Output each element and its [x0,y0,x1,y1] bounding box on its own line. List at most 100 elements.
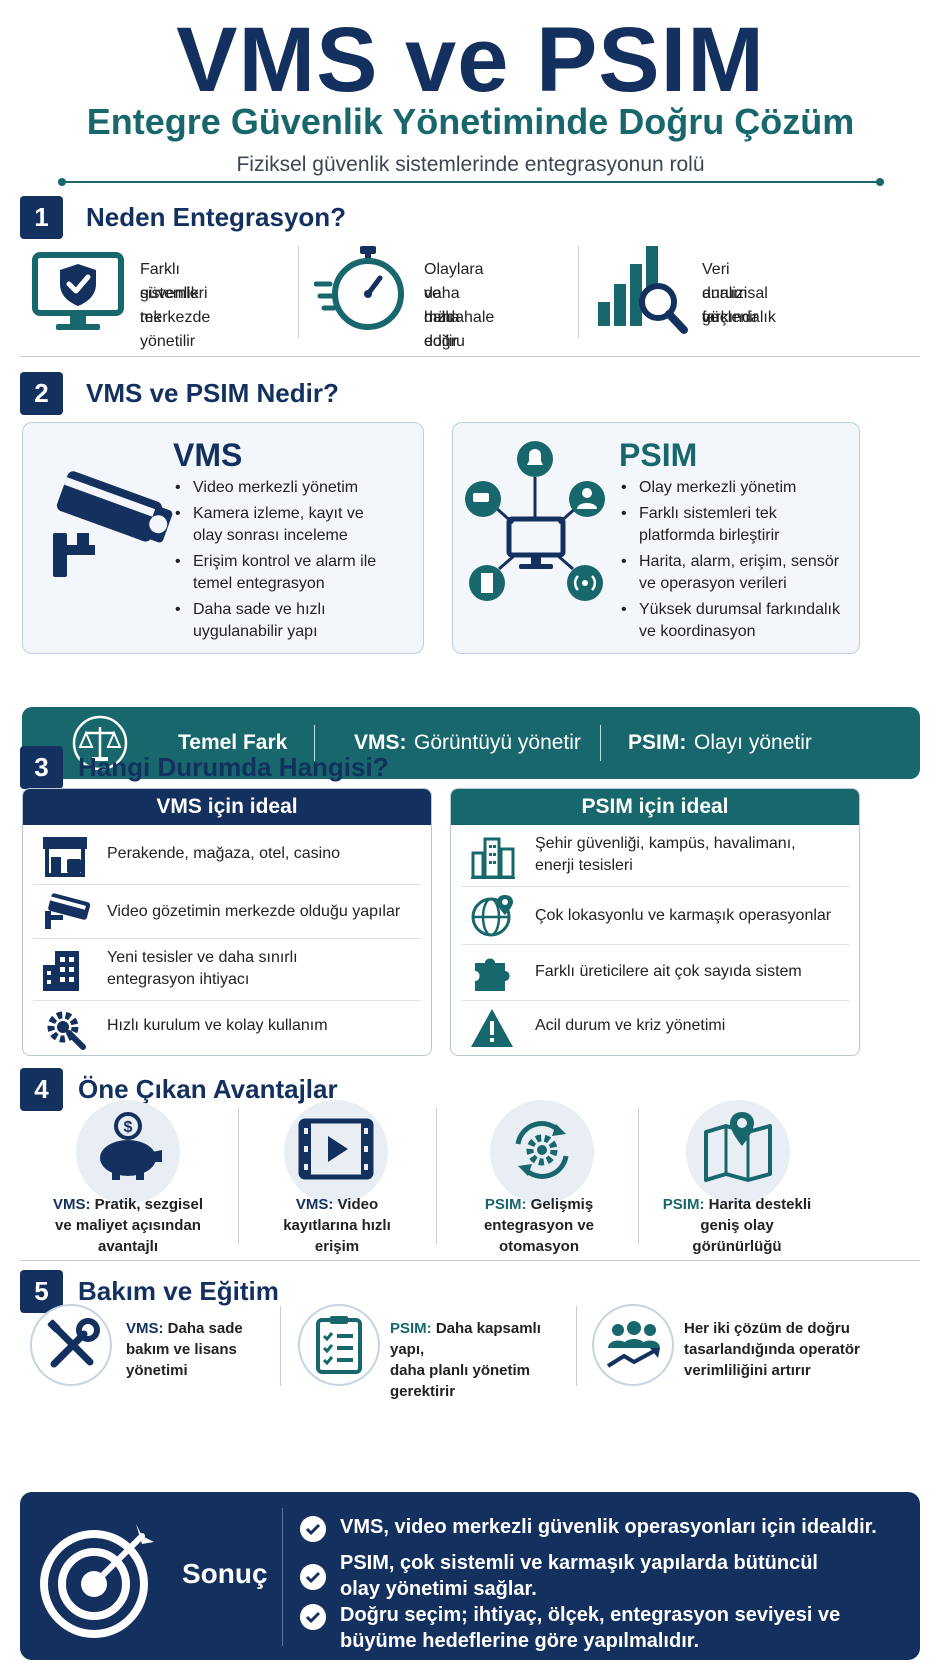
reason-2-line-2: ve daha doğru [424,285,465,350]
section-3-title: Hangi Durumda Hangisi? [78,752,389,782]
psim-card-title: PSIM [619,437,698,473]
chart-magnifier-icon [598,246,688,334]
section-2-number: 2 [20,372,63,415]
banner-psim-text: Olayı yönetir [694,731,812,754]
banner-vms-label: VMS: [354,731,407,754]
divider [578,246,579,338]
svg-text:$: $ [124,1119,133,1136]
reason-3-line-1: Veri analizi ve [702,261,748,326]
vms-card-title: VMS [173,437,243,473]
psim-ideal-row: Çok lokasyonlu ve karmaşık operasyonlar [451,887,859,945]
psim-ideal-table: PSIM için ideal Şehir güvenliği, kampüs,… [450,788,860,1056]
banner-separator [314,725,315,761]
psim-ideal-row-text: Acil durum ve kriz yönetimi [535,1017,726,1034]
check-icon [300,1516,326,1542]
reason-2-line-3: müdahale edilir [424,309,495,350]
divider [238,1108,239,1244]
vms-ideal-row-text: Yeni tesisler ve daha sınırlı [107,949,298,966]
puzzle-icon [475,958,510,991]
reason-2-line-1: Olaylara daha hızlı [424,261,484,326]
vms-ideal-row: Perakende, mağaza, otel, casino [23,825,431,885]
divider [638,1108,639,1244]
psim-ideal-row: Farklı üreticilere ait çok sayıda sistem [451,945,859,1001]
section-4-number: 4 [20,1068,63,1111]
banner-separator [600,725,601,761]
section-2-title: VMS ve PSIM Nedir? [86,378,339,408]
reason-3-line-3: güçlenir [702,309,759,326]
psim-ideal-row: Şehir güvenliği, kampüs, havalimanı, ene… [451,825,859,887]
section-5-title: Bakım ve Eğitim [78,1276,279,1306]
maintenance-label: PSIM: [390,1320,432,1337]
checklist-icon [316,1316,362,1374]
security-camera-icon [53,471,173,577]
maintenance-label: VMS: [126,1320,164,1337]
psim-ideal-row-text: Farklı üreticilere ait çok sayıda sistem [535,963,802,980]
page-tagline: Fiziksel güvenlik sistemlerinde entegras… [236,153,705,176]
psim-ideal-row: Acil durum ve kriz yönetimi [451,1001,859,1055]
vms-ideal-header: VMS için ideal [23,789,431,825]
reason-1-line-1: Farklı güvenlik [140,261,199,302]
team-growth-icon [606,1321,660,1368]
vms-ideal-row: Hızlı kurulum ve kolay kullanım [23,1001,431,1055]
header-divider [58,178,884,186]
target-icon [40,1524,154,1638]
gear-wrench-icon [47,1011,86,1050]
section-1-number: 1 [20,196,63,239]
section-divider [20,356,920,357]
section-3-number: 3 [20,746,63,789]
page-title: VMS ve PSIM [176,9,765,111]
banner-vms-text: Görüntüyü yönetir [414,731,581,754]
vms-ideal-table: VMS için ideal Perakende, mağaza, otel, … [22,788,432,1056]
cog-cycle-icon [515,1121,569,1179]
vms-feature-list: Video merkezli yönetim Kamera izleme, ka… [171,477,421,647]
divider [280,1306,281,1386]
psim-feature-list: Olay merkezli yönetim Farklı sistemleri … [617,477,857,647]
psim-ideal-row-text: Çok lokasyonlu ve karmaşık operasyonlar [535,907,832,924]
divider [576,1306,577,1386]
banner-psim-label: PSIM: [628,731,687,754]
vms-ideal-row-text: Hızlı kurulum ve kolay kullanım [107,1017,328,1034]
network-hub-icon [465,441,605,601]
advantage-label: PSIM: [662,1196,705,1213]
vms-ideal-row: Yeni tesisler ve daha sınırlı entegrasyo… [23,939,431,1001]
vms-ideal-row-text: Video gözetimin merkezde olduğu yapılar [107,903,401,920]
city-icon [471,837,515,879]
vms-feature: Video merkezli yönetim [171,477,421,499]
conclusion-title: Sonuç [182,1558,268,1589]
psim-ideal-row-text-2: enerji tesisleri [535,857,633,874]
map-pin-icon [704,1112,772,1182]
tools-icon [47,1318,100,1368]
divider [298,246,299,338]
shield-monitor-icon [32,252,124,330]
section-divider [20,1260,920,1261]
advantage-label: PSIM: [484,1196,527,1213]
banner-key-label: Temel Fark [178,731,288,754]
building-icon [43,951,79,991]
vms-card: VMS Video merkezli yönetim Kamera izleme… [22,422,424,654]
scales-icon [72,715,128,771]
store-icon [43,837,87,877]
globe-pin-icon [471,895,513,937]
video-play-icon [298,1118,374,1180]
vms-ideal-row: Video gözetimin merkezde olduğu yapılar [23,885,431,939]
divider [436,1108,437,1244]
section-1-title: Neden Entegrasyon? [86,202,347,232]
vms-ideal-row-text: Perakende, mağaza, otel, casino [107,845,341,862]
advantage-label: VMS: [52,1196,91,1213]
page-subtitle: Entegre Güvenlik Yönetiminde Doğru Çözüm [86,101,855,142]
advantage-label: VMS: [295,1196,334,1213]
warning-icon [471,1009,513,1047]
psim-feature: Olay merkezli yönetim [617,477,857,499]
psim-ideal-header: PSIM için ideal [451,789,859,825]
key-difference-banner: Temel Fark VMS: Görüntüyü yönetir PSIM: … [22,707,920,779]
reason-3-line-2: durumsal farkındalık [702,285,776,326]
reason-1-line-3: merkezde yönetilir [140,309,211,350]
section-5-number: 5 [20,1270,63,1313]
check-icon [300,1564,326,1590]
